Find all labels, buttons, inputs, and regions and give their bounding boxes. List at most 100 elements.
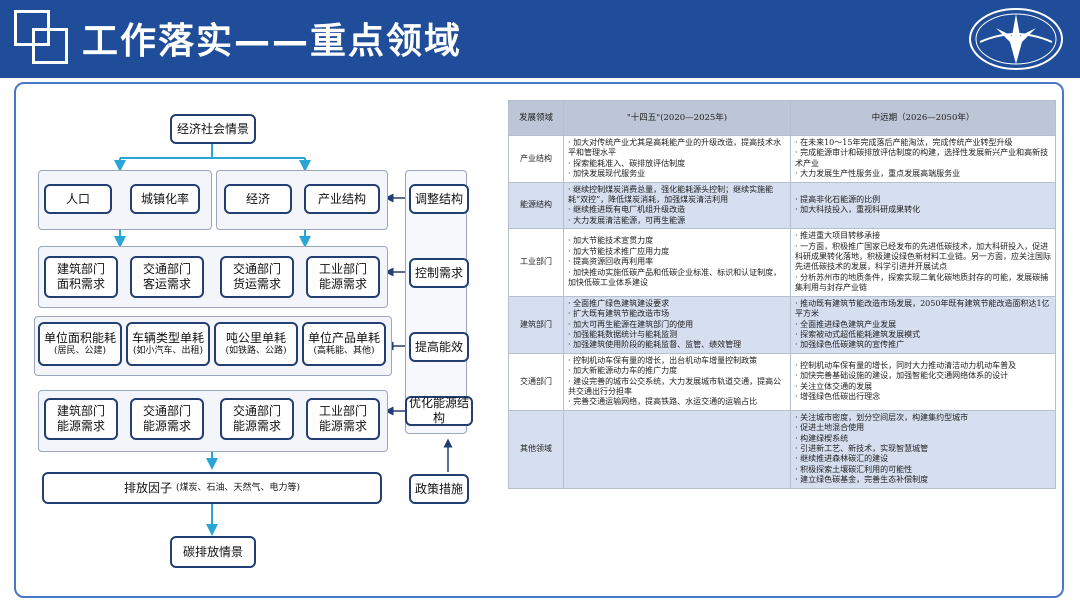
box-unit-product-energy: 单位产品单耗(高耗能、其他)	[302, 322, 386, 366]
flowchart-connectors	[114, 144, 453, 536]
table-row: 产业结构· 加大对传统产业尤其是高耗能产业的升级改造，提高技术水平和管理水平· …	[508, 135, 1056, 183]
measures-table: 发展领域 "十四五"(2020—2025年) 中远期（2026—2050年） 产…	[508, 100, 1056, 489]
page-title: 工作落实——重点领域	[82, 21, 463, 62]
cell-14th-plan: · 加大对传统产业尤其是高耗能产业的升级改造，提高技术水平和管理水平· 探索能耗…	[563, 135, 791, 183]
cell-14th-plan: · 继续控制煤炭消费总量，强化能耗源头控制；继续实施能耗“双控”，降低煤炭消耗，…	[563, 181, 791, 230]
bullet-item: · 分析苏州市的地质条件，探索实现二氧化碳地质封存的可能，发展碳捕集利用与封存产…	[795, 272, 1049, 293]
bullet-item: · 完善交通运输网络，提高铁路、水运交通的运输占比	[568, 397, 758, 407]
box-freight-energy: 交通部门 能源需求	[220, 398, 294, 440]
box-passenger-energy: 交通部门 能源需求	[130, 398, 204, 440]
bullet-item: · 构建绿楔系统	[795, 433, 849, 443]
cell-14th-plan: · 加大节能技术宣贯力度· 加大节能技术推广应用力度· 提高资源回收再利用率· …	[563, 228, 791, 297]
bullet-item: · 继续推进既有电厂机组升级改造	[568, 205, 686, 215]
bullet-item: · 一方面，积极推广国家已经发布的先进低碳技术，加大科研投入，促进科研成果转化落…	[795, 241, 1051, 272]
row-category: 工业部门	[508, 228, 564, 297]
table-row: 其他领域 · 关注城市密度，划分空间层次，构建集约型城市· 促进土地混合使用· 构…	[508, 409, 1056, 489]
measures-table-wrap: 发展领域 "十四五"(2020—2025年) 中远期（2026—2050年） 产…	[508, 100, 1056, 572]
table-row: 交通部门· 控制机动车保有量的增长，出台机动车增量控制政策· 加大新能源动力车的…	[508, 352, 1056, 411]
table-header-row: 发展领域 "十四五"(2020—2025年) 中远期（2026—2050年）	[508, 100, 1056, 136]
row-category: 产业结构	[508, 135, 564, 183]
row-category: 交通部门	[508, 352, 564, 411]
bullet-item: · 控制机动车保有量的增长，同时大力推动清洁动力机动车普及	[795, 360, 1017, 370]
bullet-item: · 加快推动实施低碳产品和低碳企业标准、标识和认证制度，加快低碳工业体系建设	[568, 267, 782, 288]
bullet-item: · 全面推广绿色建筑建设要求	[568, 298, 670, 308]
bullet-item: · 提高资源回收再利用率	[568, 257, 654, 267]
bullet-item: · 推动既有建筑节能改造市场发展，2050年既有建筑节能改造面积达1亿平方米	[795, 298, 1050, 319]
bullet-item: · 引进新工艺、新技术，实现智慧城管	[795, 443, 929, 453]
bullet-item: · 建立绿色碳基金，完善生态补偿制度	[795, 475, 929, 485]
box-adjust-structure: 调整结构	[409, 184, 469, 214]
group-measures	[405, 170, 467, 434]
box-population: 人口	[44, 184, 112, 214]
table-row: 能源结构· 继续控制煤炭消费总量，强化能耗源头控制；继续实施能耗“双控”，降低煤…	[508, 181, 1056, 230]
header-bar: 工作落实——重点领域	[0, 0, 1080, 78]
table-row: 建筑部门· 全面推广绿色建筑建设要求· 扩大既有建筑节能改造市场· 加大可再生能…	[508, 295, 1056, 354]
cell-long-term: · 控制机动车保有量的增长，同时大力推动清洁动力机动车普及· 加快完善基础设施的…	[790, 352, 1056, 411]
box-improve-efficiency: 提高能效	[409, 332, 469, 362]
bullet-item: · 加强能耗数据统计与能耗监测	[568, 329, 678, 339]
cell-long-term: · 推进重大项目转移承接· 一方面，积极推广国家已经发布的先进低碳技术，加大科研…	[790, 228, 1056, 297]
box-control-demand: 控制需求	[409, 258, 469, 288]
row-category: 能源结构	[508, 181, 564, 230]
bullet-item: · 加大新能源动力车的推广力度	[568, 366, 678, 376]
box-unit-area-energy: 单位面积能耗(居民、公建)	[38, 322, 122, 366]
box-industry-energy-demand: 工业部门 能源需求	[306, 256, 380, 298]
bullet-item: · 加大对传统产业尤其是高耗能产业的升级改造，提高技术水平和管理水平	[568, 138, 782, 158]
box-vehicle-energy: 车辆类型单耗(如小汽车、出租)	[126, 322, 210, 366]
bullet-item: · 促进土地混合使用	[795, 423, 865, 433]
bullet-item: · 全面推进绿色建筑产业发展	[795, 319, 897, 329]
cell-14th-plan	[563, 409, 791, 489]
box-building-energy: 建筑部门 能源需求	[44, 398, 118, 440]
bullet-item: · 推进重大项目转移承接	[795, 231, 881, 241]
box-carbon-emission-scenario: 碳排放情景	[170, 536, 256, 568]
bullet-item: · 在未来10～15年完成落后产能淘汰，完成传统产业转型升级	[795, 138, 1013, 147]
bullet-item: · 提高非化石能源的比例	[795, 195, 881, 205]
cell-long-term: · 在未来10～15年完成落后产能淘汰，完成传统产业转型升级· 完成能源审计和碳…	[790, 135, 1056, 183]
bullet-item: · 扩大既有建筑节能改造市场	[568, 309, 670, 319]
bullet-item: · 加快完善基础设施的建设，加强智能化交通网络体系的设计	[795, 371, 1009, 381]
bullet-item: · 加大科技投入，重视科研成果转化	[795, 205, 921, 215]
box-optimize-energy: 优化能源结构	[405, 396, 473, 426]
bullet-item: · 探索被动式超低能耗建筑发展模式	[795, 329, 921, 339]
scenario-flowchart: 经济社会情景 人口 城镇化率 经济 产业结构 建筑部门 面积需求 交通部门 客运…	[20, 100, 475, 592]
header-long-term: 中远期（2026—2050年）	[790, 100, 1056, 136]
box-policy-measures: 政策措施	[409, 474, 469, 504]
box-industry-energy: 工业部门 能源需求	[306, 398, 380, 440]
cell-14th-plan: · 控制机动车保有量的增长，出台机动车增量控制政策· 加大新能源动力车的推广力度…	[563, 352, 791, 411]
bullet-item: · 加强绿色低碳建筑的宣传推广	[795, 340, 905, 350]
box-passenger-demand: 交通部门 客运需求	[130, 256, 204, 298]
row-category: 建筑部门	[508, 295, 564, 354]
bullet-item: · 完成能源审计和碳排放评估制度的构建，选择性发展新兴产业和高新技术产业	[795, 148, 1049, 168]
bullet-item: · 加大可再生能源在建筑部门的使用	[568, 319, 694, 329]
bullet-item: · 探索能耗准入、碳排放评估制度	[568, 158, 686, 168]
bullet-item: · 加快发展现代服务业	[568, 169, 646, 179]
box-freight-demand: 交通部门 货运需求	[220, 256, 294, 298]
box-building-area-demand: 建筑部门 面积需求	[44, 256, 118, 298]
bullet-item: · 继续推进森林碳汇的建设	[795, 454, 889, 464]
bullet-item: · 继续控制煤炭消费总量，强化能耗源头控制；继续实施能耗“双控”，降低煤炭消耗，…	[568, 184, 774, 205]
bullet-item: · 增强绿色低碳出行理念	[795, 392, 881, 402]
box-economy: 经济	[224, 184, 292, 214]
box-urbanization: 城镇化率	[130, 184, 200, 214]
bullet-item: · 控制机动车保有量的增长，出台机动车增量控制政策	[568, 355, 758, 365]
cell-long-term: · 关注城市密度，划分空间层次，构建集约型城市· 促进土地混合使用· 构建绿楔系…	[790, 409, 1056, 489]
table-row: 工业部门· 加大节能技术宣贯力度· 加大节能技术推广应用力度· 提高资源回收再利…	[508, 228, 1056, 297]
university-emblem-icon	[969, 8, 1063, 70]
bullet-item: · 加大节能技术宣贯力度	[568, 236, 654, 246]
logo-squares-icon	[14, 10, 70, 66]
row-category: 其他领域	[508, 409, 564, 489]
cell-14th-plan: · 全面推广绿色建筑建设要求· 扩大既有建筑节能改造市场· 加大可再生能源在建筑…	[563, 295, 791, 354]
header-field: 发展领域	[508, 100, 564, 136]
bullet-item: · 关注城市密度，划分空间层次，构建集约型城市	[795, 412, 969, 422]
bullet-item: · 积极探索土壤碳汇利用的可能性	[795, 464, 913, 474]
box-economic-social-scenario: 经济社会情景	[170, 114, 256, 144]
cell-long-term: · 提高非化石能源的比例· 加大科技投入，重视科研成果转化	[790, 181, 1056, 230]
bullet-item: · 大力发展清洁能源，可再生能源	[568, 215, 686, 225]
header-14th-plan: "十四五"(2020—2025年)	[563, 100, 791, 136]
box-emission-factor: 排放因子(煤炭、石油、天然气、电力等)	[42, 472, 382, 504]
box-ton-km-energy: 吨公里单耗(如铁路、公路)	[214, 322, 298, 366]
bullet-item: · 关注立体交通的发展	[795, 381, 873, 391]
bullet-item: · 加强建筑使用阶段的能耗监督、监管、绩效管理	[568, 340, 742, 350]
bullet-item: · 建设完善的城市公交系统，大力发展城市轨道交通，提高公共交通出行分担率	[568, 376, 782, 396]
bullet-item: · 加大节能技术推广应用力度	[568, 246, 670, 256]
